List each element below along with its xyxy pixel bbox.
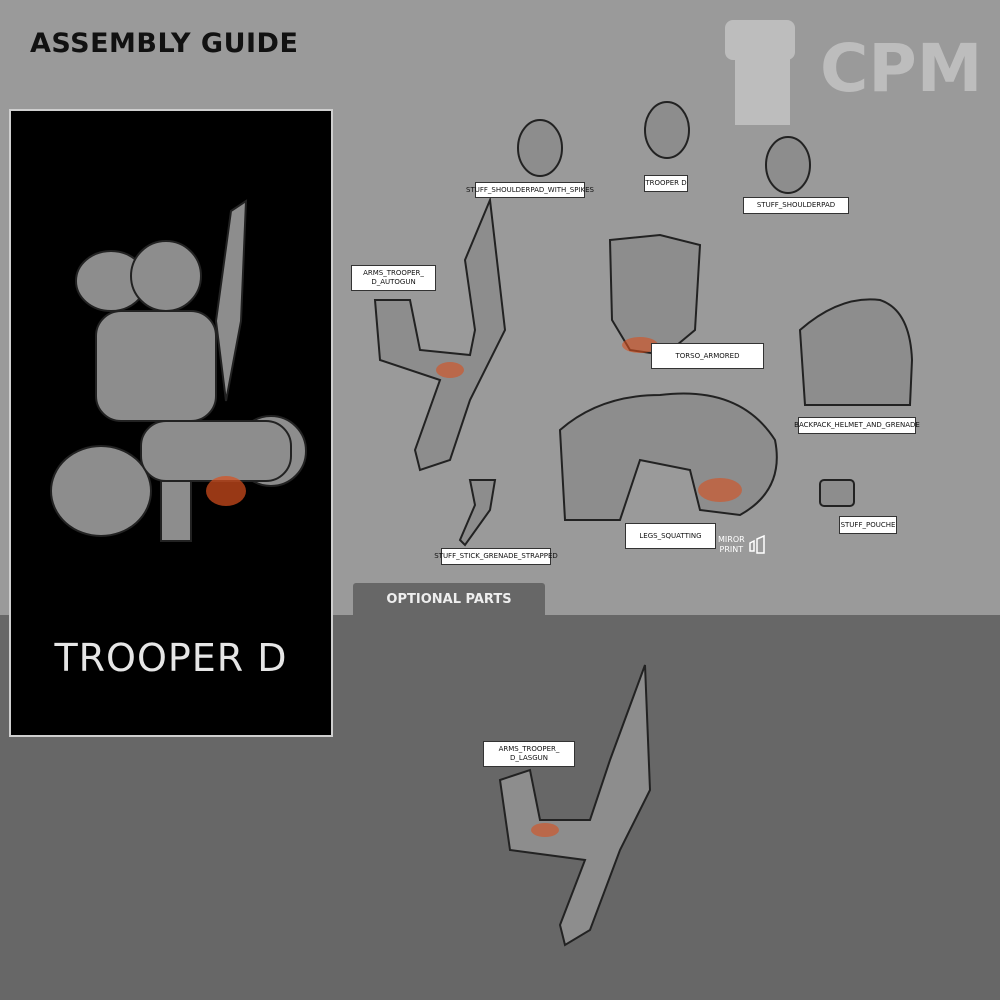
pouche-part <box>819 479 855 507</box>
character-name: TROOPER D <box>54 636 288 680</box>
arms-autogun-part <box>373 196 507 472</box>
label-trooper-d-head: TROOPER D <box>644 175 688 192</box>
page-title: ASSEMBLY GUIDE <box>30 28 299 59</box>
label-backpack: BACKPACK_HELMET_AND_GRENADE <box>794 417 920 434</box>
mirror-print-note: MIROR PRINT <box>718 535 745 555</box>
grenade-part <box>458 479 497 547</box>
label-arms-autogun: ARMS_TROOPER_ D_AUTOGUN <box>351 265 436 291</box>
torso-part <box>608 233 702 357</box>
label-arms-autogun-line2: D_AUTOGUN <box>371 278 416 286</box>
shoulderpad-part <box>765 136 811 194</box>
label-arms-lasgun: ARMS_TROOPER_ D_LASGUN <box>483 741 575 767</box>
arms-lasgun-part <box>498 664 652 947</box>
label-legs-squatting: LEGS_SQUATTING <box>625 523 716 549</box>
mirror-print-icon <box>749 534 765 554</box>
assembled-model-image <box>50 199 307 542</box>
character-preview-panel: TROOPER D <box>9 109 333 737</box>
fist-logo-icon <box>725 20 795 125</box>
head-part <box>644 101 690 159</box>
brand-logo-text: CPM <box>820 30 983 107</box>
label-shoulderpad-with-spikes: STUFF_SHOULDERPAD_WITH_SPIKES <box>466 182 594 198</box>
label-stuff-pouche: STUFF_POUCHE <box>839 516 897 534</box>
backpack-part <box>798 298 914 406</box>
label-torso-armored: TORSO_ARMORED <box>651 343 764 369</box>
label-shoulderpad: STUFF_SHOULDERPAD <box>743 197 849 214</box>
mirror-line2: PRINT <box>719 545 744 554</box>
mirror-line1: MIROR <box>718 535 745 544</box>
shoulderpad-spikes-part <box>517 119 563 177</box>
label-arms-lasgun-line1: ARMS_TROOPER_ <box>498 745 560 753</box>
label-arms-autogun-line1: ARMS_TROOPER_ <box>363 269 424 277</box>
optional-parts-tab: OPTIONAL PARTS <box>353 583 545 615</box>
label-stick-grenade: STUFF_STICK_GRENADE_STRAPPED <box>434 548 558 565</box>
legs-part <box>558 392 778 521</box>
label-arms-lasgun-line2: D_LASGUN <box>510 754 548 762</box>
